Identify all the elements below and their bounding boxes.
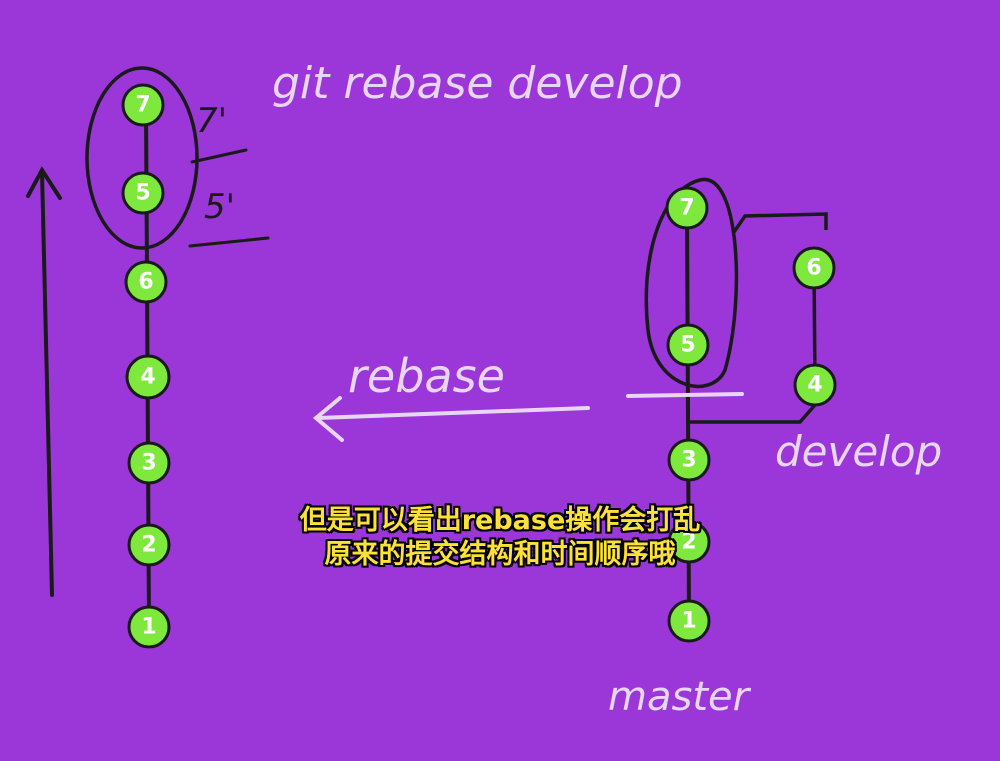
left-commit-1: 1 (127, 605, 171, 649)
subtitle-line-2: 原来的提交结构和时间顺序哦 (324, 539, 676, 570)
svg-text:4: 4 (140, 365, 155, 390)
svg-text:2: 2 (681, 530, 696, 555)
svg-text:7: 7 (679, 196, 694, 221)
develop-commit-4: 4 (793, 363, 837, 407)
master-commit-7: 7 (665, 186, 709, 230)
rebase-arrow-label: rebase (348, 349, 505, 403)
prime-label-5: 5' (204, 187, 235, 227)
svg-text:5: 5 (135, 181, 150, 206)
svg-text:5: 5 (680, 333, 695, 358)
left-commit-5: 5 (121, 171, 165, 215)
left-commit-3: 3 (127, 441, 171, 485)
svg-text:7: 7 (135, 93, 150, 118)
develop-branch-label: develop (775, 427, 942, 476)
prime-label-7: 7' (196, 101, 227, 141)
svg-text:6: 6 (138, 270, 153, 295)
svg-text:1: 1 (141, 615, 156, 640)
svg-text:6: 6 (806, 256, 821, 281)
left-commit-2: 2 (127, 523, 171, 567)
master-commit-1: 1 (667, 599, 711, 643)
left-commit-7: 7 (121, 83, 165, 127)
svg-text:1: 1 (681, 609, 696, 634)
command-annotation: git rebase develop (272, 58, 683, 109)
time-arrow (26, 166, 62, 597)
left-commit-4: 4 (125, 354, 171, 400)
right-base-mark (626, 392, 744, 398)
left-commit-6: 6 (124, 260, 168, 304)
svg-text:4: 4 (807, 373, 822, 398)
svg-text:3: 3 (681, 448, 696, 473)
develop-commit-6: 6 (792, 246, 836, 290)
left-prime-marks (188, 148, 270, 248)
svg-text:2: 2 (141, 533, 156, 558)
subtitle-line-1: 但是可以看出rebase操作会打乱 (299, 505, 701, 536)
master-commit-5: 5 (666, 323, 710, 367)
master-commit-3: 3 (667, 438, 711, 482)
right-rebased-group-outline (644, 177, 739, 389)
master-branch-label: master (608, 674, 752, 720)
master-commit-2: 2 (667, 520, 711, 564)
left-rebased-group-outline (85, 66, 199, 250)
rebase-arrow (312, 396, 590, 442)
svg-text:3: 3 (141, 451, 156, 476)
